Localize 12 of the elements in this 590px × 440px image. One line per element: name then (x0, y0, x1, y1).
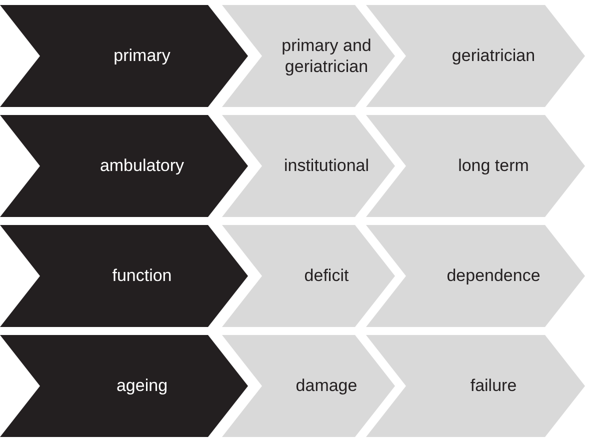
chevron-label: geriatrician (452, 45, 536, 67)
chevron-label: deficit (304, 265, 349, 287)
chevron-label: dependence (446, 265, 540, 287)
chevron-label: primary (114, 45, 170, 67)
chevron-label: function (112, 265, 172, 287)
chevron-label: ageing (116, 375, 168, 397)
chevron-label: long term (458, 155, 529, 177)
chevron-label: failure (470, 375, 517, 397)
chevron-label: ambulatory (100, 155, 184, 177)
chevron-label: damage (296, 375, 358, 397)
chevron-label: institutional (284, 155, 370, 177)
chevron-label: primary and geriatrician (280, 34, 372, 78)
